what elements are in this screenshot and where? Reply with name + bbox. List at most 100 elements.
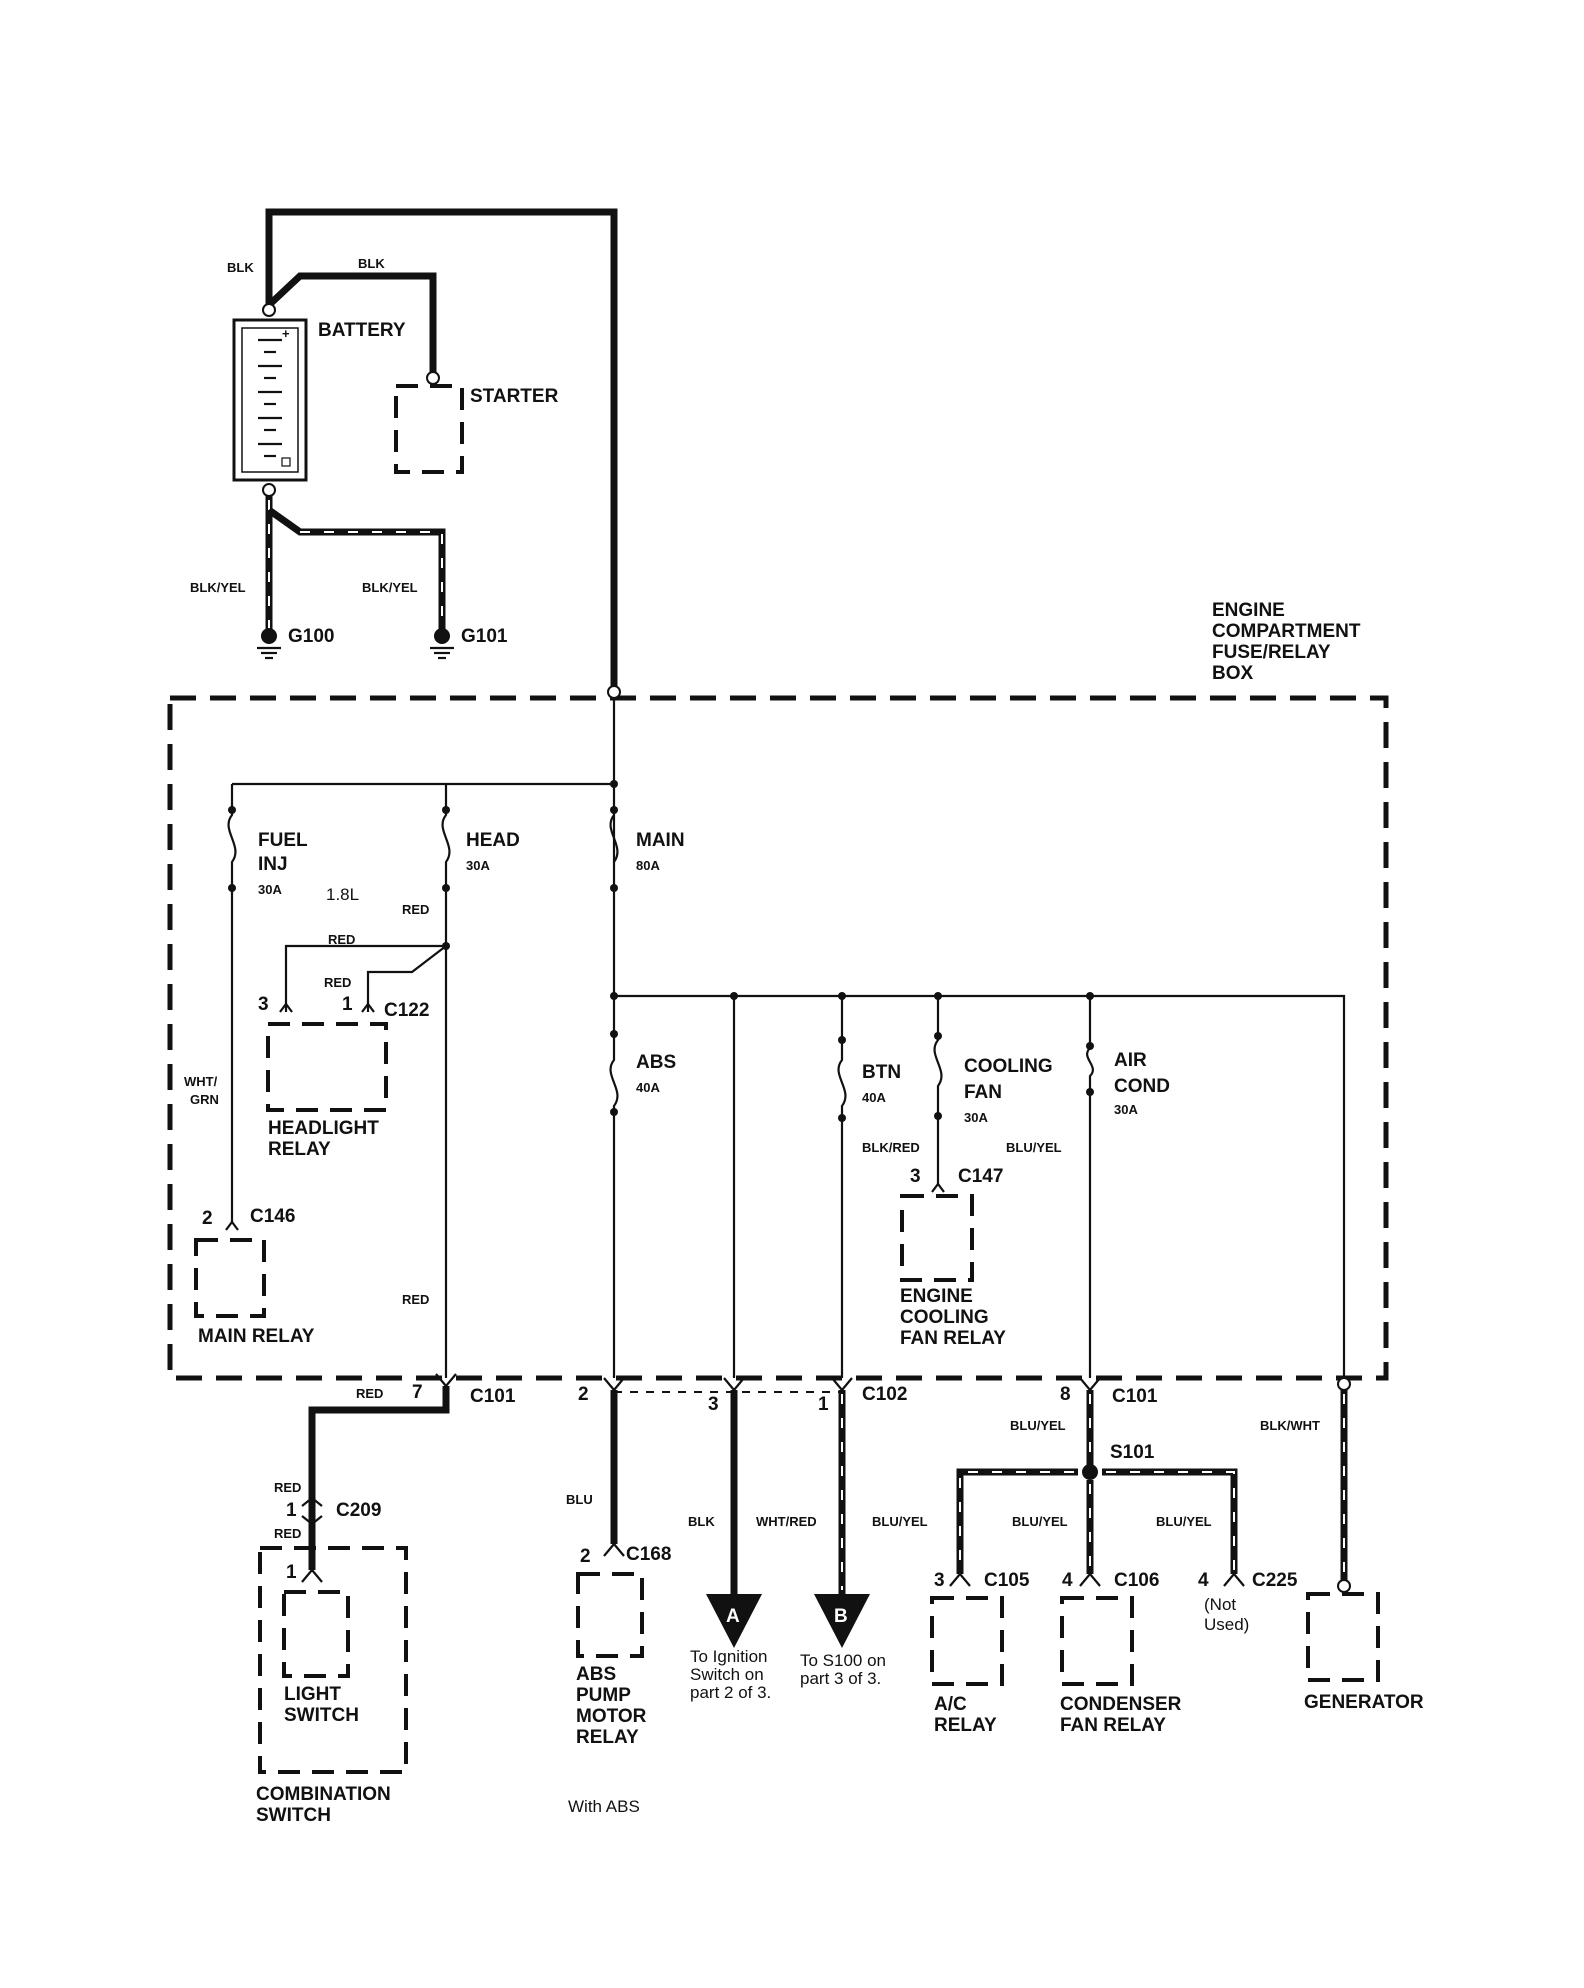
splice-label: S101	[1110, 1442, 1155, 1463]
fuse-box-outline	[167, 695, 1389, 1381]
svg-text:FUEL: FUEL	[258, 830, 308, 851]
ground-wire-label-left: BLK/YEL	[190, 580, 246, 595]
battery-main-wire	[265, 208, 618, 690]
svg-text:CONDENSER: CONDENSER	[1060, 1694, 1182, 1715]
c225-not-used: 4 C225 (Not Used)	[1198, 1570, 1298, 1634]
ground-wire-label-right: BLK/YEL	[362, 580, 418, 595]
c209-connector-icon	[301, 1496, 323, 1507]
c209-connector: C209	[336, 1500, 381, 1521]
svg-text:30A: 30A	[466, 858, 490, 873]
svg-text:COOLING: COOLING	[964, 1056, 1053, 1077]
engine-cooling-fan-relay: 3 C147 ENGINE COOLING FAN RELAY	[900, 1166, 1006, 1349]
c101-right-connector: C101	[1112, 1386, 1158, 1407]
svg-text:PUMP: PUMP	[576, 1685, 631, 1706]
c102-pin-b: 1	[818, 1394, 829, 1415]
svg-text:2: 2	[580, 1546, 591, 1567]
svg-text:C147: C147	[958, 1166, 1003, 1187]
svg-text:B: B	[834, 1606, 848, 1627]
fuse-btn: BTN 40A BLK/RED	[837, 992, 920, 1378]
svg-text:HEAD: HEAD	[466, 830, 520, 851]
svg-text:BLU/YEL: BLU/YEL	[872, 1514, 928, 1529]
combination-switch-box	[258, 1546, 408, 1774]
red-wire-to-light-switch	[308, 1386, 450, 1570]
fusebox-label-3: FUSE/RELAY	[1212, 642, 1331, 663]
svg-text:RED: RED	[274, 1480, 301, 1495]
svg-text:BLU/YEL: BLU/YEL	[1156, 1514, 1212, 1529]
c168-connector: C168	[626, 1544, 671, 1565]
fuse-main: MAIN 80A	[609, 780, 685, 892]
fusebox-label-1: ENGINE	[1212, 600, 1285, 621]
svg-text:4: 4	[1198, 1570, 1209, 1591]
svg-text:GENERATOR: GENERATOR	[1304, 1692, 1424, 1713]
main-relay: WHT/ GRN 2 C146 MAIN RELAY	[184, 1074, 315, 1347]
plus-icon: +	[282, 326, 290, 341]
svg-text:RELAY: RELAY	[934, 1715, 997, 1736]
svg-text:Used): Used)	[1204, 1615, 1249, 1634]
ac-relay: 3 C105 A/C RELAY	[930, 1570, 1030, 1736]
svg-text:C122: C122	[384, 1000, 429, 1021]
light-switch-box	[282, 1590, 350, 1678]
svg-text:SWITCH: SWITCH	[256, 1805, 331, 1826]
ground-g100-label: G100	[288, 626, 334, 647]
svg-text:BLU: BLU	[566, 1492, 593, 1507]
ground-icon-g100	[257, 628, 281, 660]
abs-relay-box	[576, 1572, 644, 1658]
svg-text:4: 4	[1062, 1570, 1073, 1591]
starter-wire	[266, 272, 437, 378]
minus-icon	[281, 457, 291, 467]
svg-text:BLU/YEL: BLU/YEL	[1012, 1514, 1068, 1529]
c209-pin: 1	[286, 1500, 297, 1521]
offpage-a: BLK A To Ignition Switch on part 2 of 3.	[688, 1390, 771, 1702]
c102-connector: C102	[862, 1384, 907, 1405]
svg-text:MAIN RELAY: MAIN RELAY	[198, 1326, 315, 1347]
fuse-head: HEAD 30A RED	[402, 784, 520, 1378]
c102-pin-a: 3	[708, 1394, 719, 1415]
svg-text:FAN RELAY: FAN RELAY	[900, 1328, 1006, 1349]
c102-pin-abs: 2	[578, 1384, 589, 1405]
battery-symbol	[232, 318, 308, 482]
svg-text:INJ: INJ	[258, 854, 288, 875]
battery-section: + BATTERY BLK BLK STARTER BLK/YEL BLK/YE…	[190, 208, 618, 690]
fuse-abs: ABS 40A	[609, 992, 676, 1378]
svg-text:WHT/RED: WHT/RED	[756, 1514, 817, 1529]
svg-text:BTN: BTN	[862, 1062, 901, 1083]
svg-text:40A: 40A	[636, 1080, 660, 1095]
battery-wire-blk-left: BLK	[227, 260, 254, 275]
c106-connector: C106	[1114, 1570, 1159, 1591]
svg-text:ENGINE: ENGINE	[900, 1286, 973, 1307]
head-wire-red: RED	[402, 902, 429, 917]
abs-pump-relay-section: BLU 2 C168 ABS PUMP MOTOR RELAY With ABS	[566, 1390, 671, 1816]
svg-text:AIR: AIR	[1114, 1050, 1147, 1071]
offpage-b: WHT/RED B To S100 on part 3 of 3.	[756, 1390, 886, 1688]
svg-text:3: 3	[910, 1166, 921, 1187]
generator-wire-label: BLK/WHT	[1260, 1418, 1320, 1433]
svg-text:GRN: GRN	[190, 1092, 219, 1107]
battery-label: BATTERY	[318, 320, 406, 341]
ground-g101-label: G101	[461, 626, 508, 647]
svg-text:BLK/RED: BLK/RED	[862, 1140, 920, 1155]
svg-text:30A: 30A	[1114, 1102, 1138, 1117]
c101-left-pin: 7	[412, 1382, 423, 1403]
ground-wire-g101	[266, 507, 446, 630]
headlight-relay: RED RED 3 1 C122 HEADLIGHT RELAY	[258, 932, 450, 1160]
c105-connector: C105	[984, 1570, 1030, 1591]
lower-bus	[614, 994, 1346, 1380]
engine-note: 1.8L	[326, 885, 359, 904]
starter-terminal	[426, 371, 440, 385]
svg-text:A: A	[726, 1606, 740, 1627]
svg-text:To S100 on: To S100 on	[800, 1651, 886, 1670]
svg-text:(Not: (Not	[1204, 1595, 1236, 1614]
ground-icon-g101	[430, 628, 454, 660]
head-wire-red-lower: RED	[402, 1292, 429, 1307]
s101-splice-section: S101 BLU/YEL BLU/YEL BLU/YEL	[872, 1390, 1238, 1574]
svg-text:FAN: FAN	[964, 1082, 1002, 1103]
svg-text:ABS: ABS	[576, 1664, 616, 1685]
svg-text:30A: 30A	[258, 882, 282, 897]
svg-text:FAN RELAY: FAN RELAY	[1060, 1715, 1166, 1736]
generator: GENERATOR	[1304, 1390, 1424, 1713]
c101-right-pin: 8	[1060, 1384, 1071, 1405]
svg-text:To Ignition: To Ignition	[690, 1647, 768, 1666]
fuse-cooling-fan: COOLING FAN 30A BLU/YEL	[933, 992, 1062, 1184]
svg-text:SWITCH: SWITCH	[284, 1705, 359, 1726]
svg-text:1: 1	[286, 1562, 297, 1583]
